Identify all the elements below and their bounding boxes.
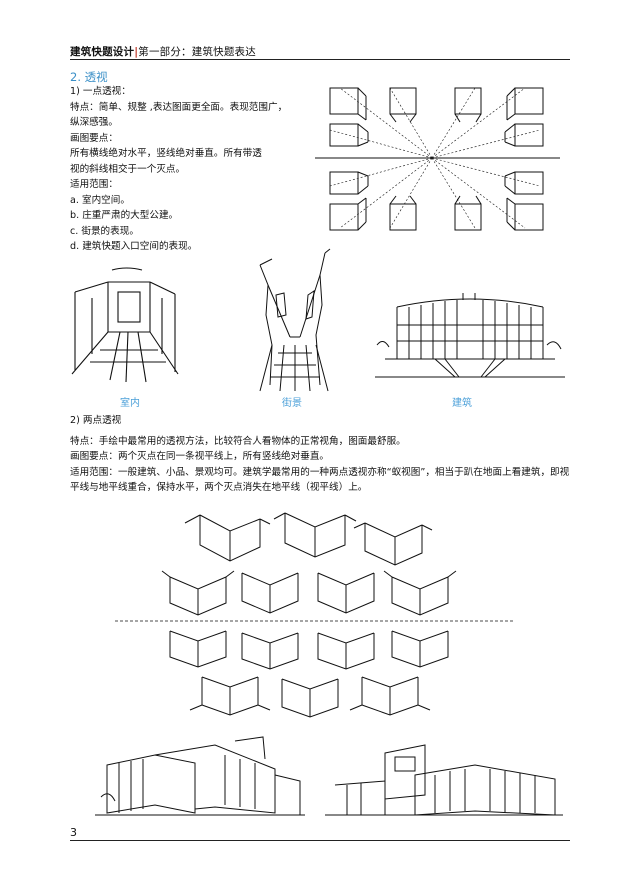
running-header: 建筑快题设计|第一部分：建筑快题表达 bbox=[70, 44, 256, 59]
interior-sketch bbox=[71, 267, 179, 383]
two-point-line: 画图要点：两个灭点在同一条视平线上，所有竖线绝对垂直。 bbox=[70, 451, 330, 462]
caption-building: 建筑 bbox=[452, 398, 472, 409]
one-point-line: 适用范围： bbox=[70, 179, 118, 190]
one-point-line: 特点：简单、规整 ,表达图面更全面。表现范围广， bbox=[70, 101, 288, 113]
page-number: 3 bbox=[70, 826, 77, 839]
one-point-perspective-diagram bbox=[315, 87, 560, 231]
two-point-heading: 2) 两点透视 bbox=[70, 415, 122, 426]
two-point-text: 2) 两点透视 特点：手绘中最常用的透视方法，比较符合人看物体的正常视角，图面最… bbox=[70, 413, 580, 496]
one-point-line: 画图要点： bbox=[70, 132, 118, 144]
two-point-building-sketches bbox=[95, 736, 563, 816]
one-point-line: c. 街景的表现。 bbox=[70, 225, 139, 237]
two-point-line: 平线与地平线重合，保持水平，两个灭点消失在地平线（视平线）上。 bbox=[70, 482, 368, 493]
section-title: 2. 透视 bbox=[70, 70, 108, 84]
street-sketch bbox=[259, 248, 331, 392]
header-subtitle: 第一部分：建筑快题表达 bbox=[138, 46, 256, 58]
header-separator: | bbox=[134, 46, 139, 58]
one-point-line: d. 建筑快题入口空间的表现。 bbox=[70, 241, 198, 252]
one-point-line: 所有横线绝对水平，竖线绝对垂直。所有带透 bbox=[70, 148, 262, 159]
caption-street: 街景 bbox=[282, 398, 302, 409]
two-point-line: 特点：手绘中最常用的透视方法，比较符合人看物体的正常视角，图面最舒服。 bbox=[70, 435, 406, 447]
building-sketch bbox=[375, 293, 565, 378]
header-title: 建筑快题设计 bbox=[70, 46, 135, 58]
one-point-line: 视的斜线相交于一个灭点。 bbox=[70, 163, 186, 175]
one-point-line: b. 庄重严肃的大型公建。 bbox=[70, 210, 179, 221]
header-rule bbox=[70, 59, 570, 60]
one-point-heading: 1) 一点透视： bbox=[70, 86, 131, 97]
footer-rule bbox=[70, 840, 570, 841]
two-point-perspective-diagram bbox=[115, 512, 515, 718]
one-point-line: a. 室内空间。 bbox=[70, 194, 130, 206]
one-point-line: 纵深感强。 bbox=[70, 117, 118, 128]
one-point-text: 1) 一点透视： 特点：简单、规整 ,表达图面更全面。表现范围广， 纵深感强。 … bbox=[70, 84, 310, 255]
caption-interior: 室内 bbox=[120, 398, 140, 409]
two-point-line: 适用范围：一般建筑、小品、景观均可。建筑学最常用的一种两点透视亦称“蚁视图”，相… bbox=[70, 466, 570, 478]
